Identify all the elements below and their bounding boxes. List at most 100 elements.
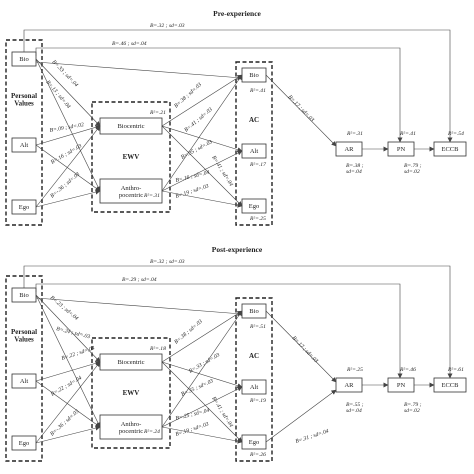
coefficient-label: B=.22 ; sd=.04 (61, 345, 96, 361)
r2-ewv-biocentric: R²=.18 (149, 346, 166, 352)
path-ewv0-ac1 (161, 361, 243, 389)
r2-ewv-biocentric: R²=.21 (149, 110, 166, 116)
path-ewv0-ac0 (161, 310, 243, 363)
ewv-biocentric-node-label: Biocentric (117, 123, 144, 130)
pn-node-label: PN (397, 382, 406, 389)
coefficient-label: B=.41 ; sd=.04 (210, 396, 234, 429)
coefficient-label: B=.13 ; sd=.04 (44, 79, 71, 110)
path-pv1-ewv0 (35, 124, 101, 146)
pn-node-label: PN (397, 146, 406, 153)
coefficient-label: B=.46 ; sd=.04 (112, 41, 147, 47)
ac-alt-node-label: Alt (250, 384, 259, 391)
r2-ac-ego: R²=.25 (249, 216, 266, 222)
pv-alt-node-label: Alt (20, 142, 29, 149)
r2-eccb: R²=.54 (447, 131, 464, 137)
path-pv0-ewv1 (35, 294, 101, 428)
ewv-label: EWV (123, 389, 140, 397)
path-pv0-ewv0 (35, 58, 101, 127)
ac-ego-node-label: Ego (249, 439, 259, 446)
path-ewv1-ac1 (161, 150, 243, 192)
path-pv1-ewv0 (35, 360, 101, 382)
ac-bio-node-label: Bio (249, 72, 258, 79)
coefficient-label: B=.41 ; sd=.03 (183, 107, 214, 134)
ewv-anthropocentric-node-label: Anthro-pocentric (119, 421, 143, 435)
eccb-node-label: ECCB (442, 146, 460, 153)
coefficient-label: B=.19 ; sd=.03 (175, 183, 210, 199)
coefficient-label: B=.24 ; sd=.03 (56, 326, 91, 340)
coefficient-label: B=.25 ; sd=.04 (175, 408, 210, 422)
coefficient-label: B=.23 ; sd=.04 (49, 295, 80, 322)
panel-title: Post-experience (212, 245, 263, 254)
ar-node-label: AR (344, 382, 354, 389)
r2-ac-alt: R²=.17 (249, 162, 266, 168)
path-pv1-ewv1 (35, 144, 101, 192)
coefficient-label: B=.41 ; sd=.04 (210, 155, 234, 188)
path-ewv0-ac0 (161, 74, 243, 127)
coefficient-label: B=.16 ; sd=.04 (175, 170, 210, 184)
path-pv-bio-eccb (23, 29, 453, 143)
pv-bio-node-label: Bio (19, 292, 28, 299)
path-ewv1-ac0 (161, 310, 243, 428)
ewv-biocentric-node-label: Biocentric (117, 359, 144, 366)
path-pv0-ewv0 (35, 294, 101, 363)
path-pv1-ewv1 (35, 380, 101, 428)
coefficient-label: B=.38 ;sd=.04 (346, 163, 364, 175)
path-pv-bio-ac-bio (35, 297, 243, 317)
coefficient-label: B=.33 ; sd=.04 (51, 59, 79, 88)
path-ewv0-ac1 (161, 125, 243, 153)
path-pv2-ewv0 (35, 125, 101, 208)
coefficient-label: B=.55 ;sd=.04 (346, 402, 364, 414)
path-ac-bio-ar (265, 74, 337, 147)
coefficient-label: B=.31 ; sd=.04 (295, 428, 330, 444)
coefficient-label: B=.29 ; sd=.04 (122, 277, 157, 283)
ac-group (235, 61, 273, 226)
path-ac-ego-ar (265, 389, 337, 443)
coefficient-label: B=.35 ; sd=.03 (180, 139, 214, 161)
coefficient-label: B=.38 ; sd=.03 (173, 319, 204, 346)
ewv-group (91, 337, 171, 449)
coefficient-label: B=.38 ; sd=.03 (173, 82, 203, 110)
coefficient-label: B=.17 ; sd=.03 (287, 94, 315, 123)
eccb-node-label: ECCB (442, 382, 460, 389)
path-ewv0-ac2 (161, 361, 243, 443)
coefficient-label: B=.35 ; sd=.03 (180, 378, 214, 398)
coefficient-label: B=.19 ; sd=.03 (175, 421, 210, 437)
pv-bio-node-label: Bio (19, 56, 28, 63)
pv-ego-node-label: Ego (19, 204, 29, 211)
r2-ar: R²=.25 (346, 367, 363, 373)
r2-eccb: R²=.61 (447, 367, 464, 373)
pv-ego-node-label: Ego (19, 440, 29, 447)
ewv-anthropocentric-node-label: Anthro-pocentric (119, 185, 143, 199)
path-pv0-ewv1 (35, 58, 101, 192)
r2-ac-ego: R²=.26 (249, 452, 266, 458)
pv-alt-node-label: Alt (20, 378, 29, 385)
coefficient-label: B=.32 ; sd=.03 (150, 259, 185, 265)
coefficient-label: B=.32 ; sd=.03 (150, 23, 185, 29)
coefficient-label: B=.79 ;sd=.02 (404, 402, 422, 414)
r2-ar: R²=.31 (346, 131, 363, 137)
coefficient-label: B=.79 ;sd=.02 (404, 163, 422, 175)
path-pv-bio-pn (35, 47, 403, 143)
path-ac-bio-ar (265, 310, 337, 383)
path-pv2-ewv1 (35, 425, 101, 444)
ar-node-label: AR (344, 146, 354, 153)
ac-alt-node-label: Alt (250, 148, 259, 155)
ac-bio-node-label: Bio (249, 308, 258, 315)
ac-label: AC (249, 352, 259, 360)
ac-ego-node-label: Ego (249, 203, 259, 210)
ewv-anthropocentric-node (99, 414, 163, 440)
coefficient-label: B=.09 ; sd=.02 (49, 122, 84, 134)
path-ewv1-ac2 (161, 190, 243, 208)
panel-title: Pre-experience (213, 9, 261, 18)
personal-values-group (5, 275, 43, 462)
coefficient-label: B=.16 ; sd=.03 (50, 143, 83, 166)
r2-ac-bio: R²=.41 (249, 88, 266, 94)
coefficient-label: B=.22 ; sd=.04 (50, 375, 83, 398)
ac-label: AC (249, 116, 259, 124)
path-pv2-ewv1 (35, 189, 101, 208)
r2-ewv-anthropocentric: R²=.24 (143, 429, 160, 435)
